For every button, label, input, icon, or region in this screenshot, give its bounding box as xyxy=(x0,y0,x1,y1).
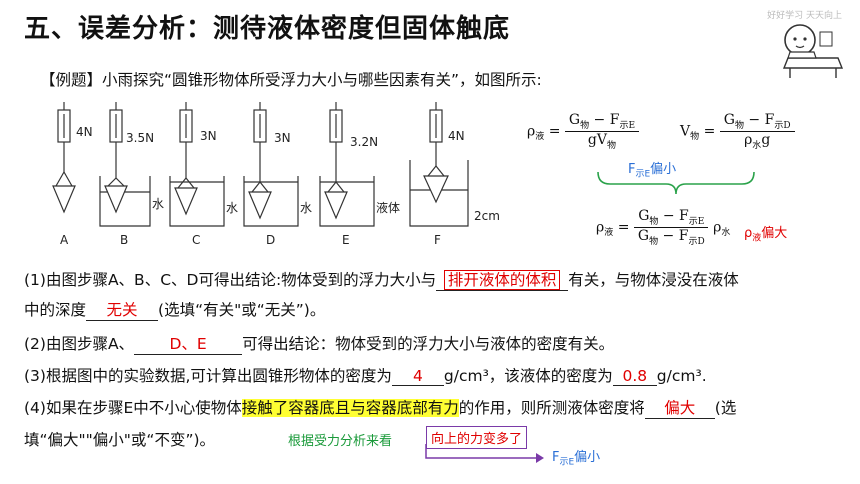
label-c: C xyxy=(192,233,200,247)
liquid-label-e: 液体 xyxy=(376,200,400,215)
setup-b xyxy=(99,102,151,227)
hint-force-analysis: 根据受力分析来看 xyxy=(288,434,393,449)
reading-e: 3.2N xyxy=(350,135,378,149)
reading-f: 4N xyxy=(448,129,465,143)
q4-answer-blank: 偏大 xyxy=(644,396,715,419)
reading-b: 3.5N xyxy=(126,131,154,145)
label-a: A xyxy=(60,233,69,247)
liquid-label-b: 水 xyxy=(152,197,164,211)
reading-a: 4N xyxy=(76,125,93,139)
liquid-label-c: 水 xyxy=(226,201,238,215)
q1-answer-blank: 排开液体的体积 xyxy=(436,268,569,291)
hint-fe-small: F示E偏小 xyxy=(552,450,601,468)
example-statement: 【例题】小雨探究“圆锥形物体所受浮力大小与哪些因素有关”，如图所示: xyxy=(40,71,542,89)
formula-v-object: V物 = G物 − F示D ρ水g xyxy=(680,112,795,151)
setup-a xyxy=(52,102,76,214)
experiment-figure: 4N 3.5N 3N 3N 3.2N 4N 水 水 水 液体 2cm A B C… xyxy=(52,102,500,247)
label-f: F xyxy=(434,233,441,247)
q3-liquid-density-blank: 0.8 xyxy=(612,367,657,386)
q2-answer-blank: D、E xyxy=(134,332,243,355)
question-1-line-1: (1)由图步骤A、B、C、D可得出结论:物体受到的浮力大小与排开液体的体积有关，… xyxy=(24,268,739,291)
reading-c: 3N xyxy=(200,129,217,143)
question-4-line-2: 填“偏大""偏小"或“不变”)。 xyxy=(24,431,216,449)
setup-d xyxy=(243,102,299,227)
question-1-line-2: 中的深度无关(选填“有关"或“无关”)。 xyxy=(24,298,325,321)
label-d: D xyxy=(266,233,275,247)
hint-arrow xyxy=(425,444,544,463)
formula-rho-liquid: ρ液 = G物 − F示E gV物 xyxy=(527,112,640,151)
setup-e xyxy=(319,102,375,227)
setup-c xyxy=(169,102,225,227)
q1-depth-blank: 无关 xyxy=(86,298,159,321)
reading-d: 3N xyxy=(274,131,291,145)
formula-rho-liquid-combined: ρ液 = G物 − F示E G物 − F示D ρ水 xyxy=(596,208,731,247)
setup-f xyxy=(409,102,469,227)
cartoon-student-icon xyxy=(782,24,844,78)
note-rho-large: ρ液偏大 xyxy=(744,226,788,244)
depth-label: 2cm xyxy=(474,209,500,223)
corner-note: 好好学习 天天向上 xyxy=(767,11,842,21)
brace-connector xyxy=(597,171,755,195)
page-title: 五、误差分析：测待液体密度但固体触底 xyxy=(24,14,511,44)
liquid-label-d: 水 xyxy=(300,201,312,215)
hint-upward-force-box: 向上的力变多了 xyxy=(426,426,528,449)
label-b: B xyxy=(120,233,128,247)
label-e: E xyxy=(342,233,350,247)
q3-object-density-blank: 4 xyxy=(391,367,444,386)
question-4-line-1: (4)如果在步骤E中不小心使物体接触了容器底且与容器底部有力的作用，则所测液体密… xyxy=(24,396,736,419)
note-fe-small: F示E偏小 xyxy=(628,162,677,180)
